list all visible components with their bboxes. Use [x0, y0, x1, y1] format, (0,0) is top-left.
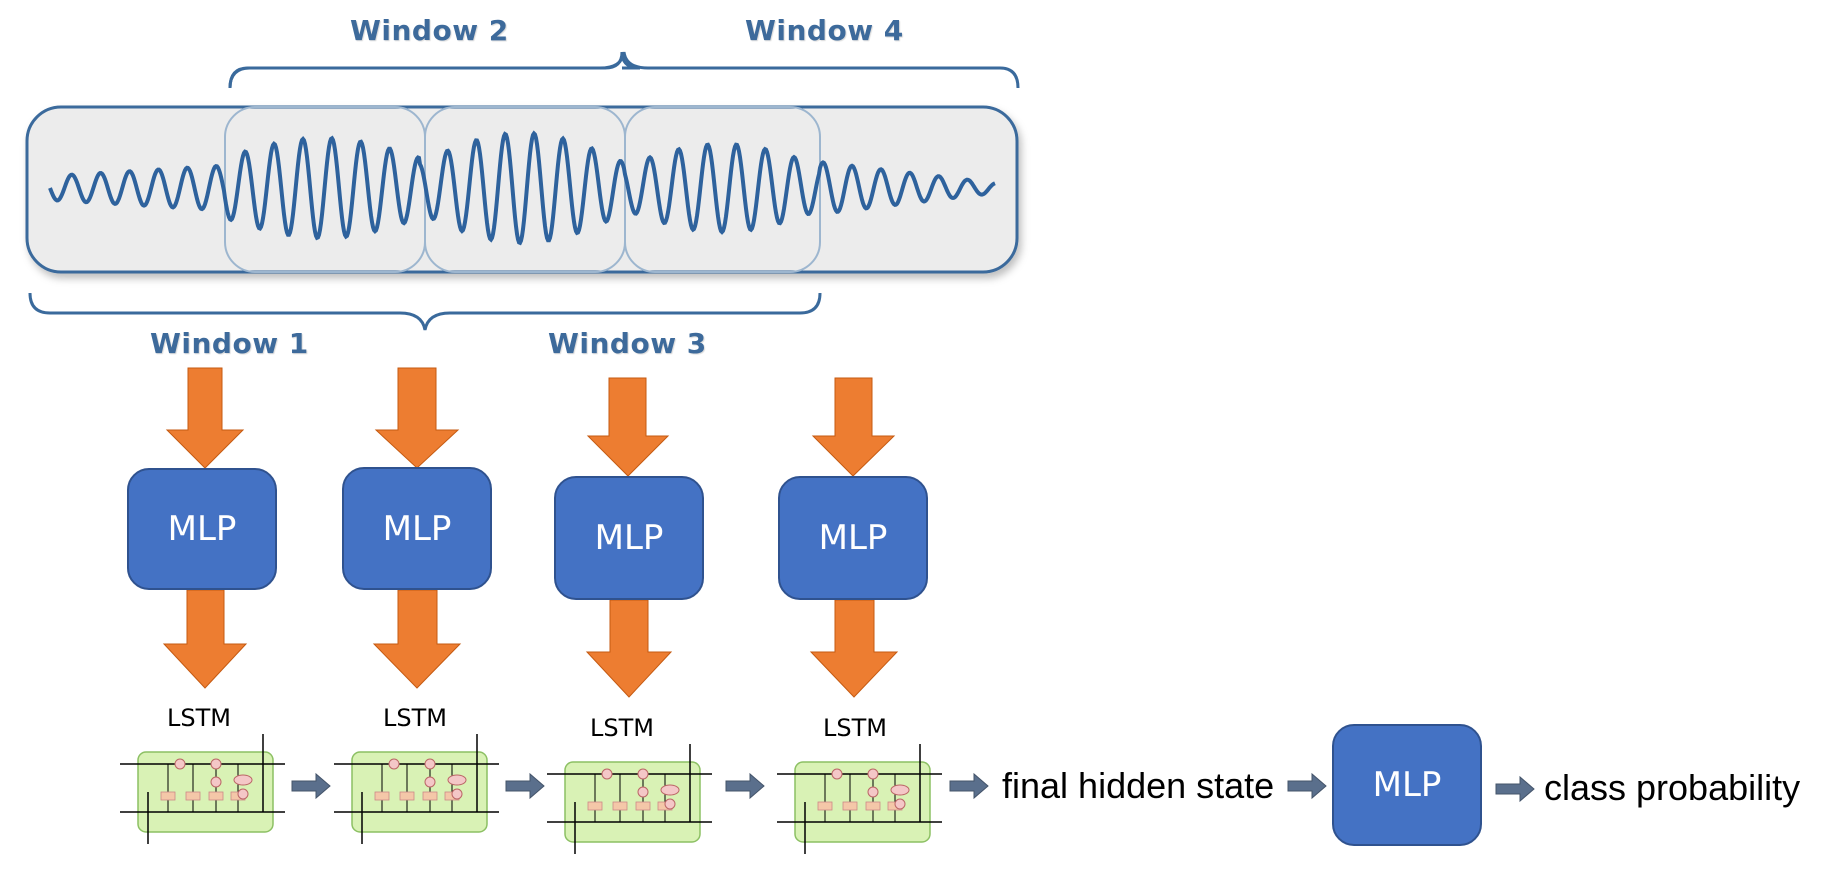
lstm-op [831, 768, 843, 780]
gray-arrow-2 [505, 772, 545, 800]
lstm-gate [399, 791, 415, 801]
gray-arrow-to-class-prob [1495, 775, 1535, 803]
lstm-op [424, 776, 436, 788]
lstm-tanh [890, 784, 910, 796]
lstm-gate [612, 801, 628, 811]
lstm-gate [635, 801, 651, 811]
gray-arrow-1 [291, 772, 331, 800]
lstm-op [867, 786, 879, 798]
arrow-mlp-to-lstm-2 [372, 589, 462, 689]
arrow-window-to-mlp-3 [586, 377, 670, 477]
lstm-gate [587, 801, 603, 811]
lstm-gate [865, 801, 881, 811]
lstm-gate [208, 791, 224, 801]
mlp-box-3: MLP [554, 476, 704, 600]
signal-waveform [48, 130, 996, 246]
lstm-gate [422, 791, 438, 801]
final-hidden-state-label: final hidden state [1002, 765, 1275, 806]
window-2-label: Window 2 [350, 14, 509, 47]
lstm-label-1: LSTM [167, 704, 231, 732]
class-probability-label: class probability [1544, 767, 1801, 808]
lstm-label-3: LSTM [590, 714, 654, 742]
arrow-mlp-to-lstm-1 [162, 589, 248, 689]
lstm-op [210, 758, 222, 770]
lstm-op [451, 788, 463, 800]
mlp-box-4: MLP [778, 476, 928, 600]
lstm-op [388, 758, 400, 770]
lstm-op [237, 788, 249, 800]
lstm-op [424, 758, 436, 770]
window-3-label: Window 3 [548, 327, 707, 360]
lstm-op [664, 798, 676, 810]
window-1-label: Window 1 [150, 327, 309, 360]
lstm-tanh [447, 774, 467, 786]
orange-arrows [162, 367, 899, 698]
lstm-op [894, 798, 906, 810]
lstm-gate [185, 791, 201, 801]
lstm-gate [842, 801, 858, 811]
lstm-label-2: LSTM [383, 704, 447, 732]
gray-arrow-to-final-state [949, 772, 989, 800]
signal-panel [25, 51, 1020, 331]
arrow-mlp-to-lstm-3 [585, 599, 673, 698]
mlp-box-final: MLP [1332, 724, 1482, 846]
arrow-window-to-mlp-1 [165, 367, 245, 469]
lstm-tanh [233, 774, 253, 786]
lstm-op [601, 768, 613, 780]
lstm-gate [374, 791, 390, 801]
arrow-mlp-to-lstm-4 [809, 599, 899, 698]
lstm-op [637, 768, 649, 780]
arrow-window-to-mlp-2 [374, 367, 460, 469]
arrow-window-to-mlp-4 [811, 377, 896, 477]
lstm-op [210, 776, 222, 788]
window-1-3-brace [28, 292, 822, 331]
gray-arrow-3 [725, 772, 765, 800]
window-4-label: Window 4 [745, 14, 904, 47]
window-2-brace-full [228, 51, 1020, 89]
window-box-3 [624, 106, 821, 273]
lstm-op [174, 758, 186, 770]
lstm-op [637, 786, 649, 798]
mlp-box-1: MLP [127, 468, 277, 590]
lstm-op [867, 768, 879, 780]
lstm-gate [817, 801, 833, 811]
lstm-tanh [660, 784, 680, 796]
lstm-label-4: LSTM [823, 714, 887, 742]
gray-arrow-to-final-mlp [1287, 772, 1327, 800]
mlp-box-2: MLP [342, 467, 492, 590]
lstm-gate [160, 791, 176, 801]
